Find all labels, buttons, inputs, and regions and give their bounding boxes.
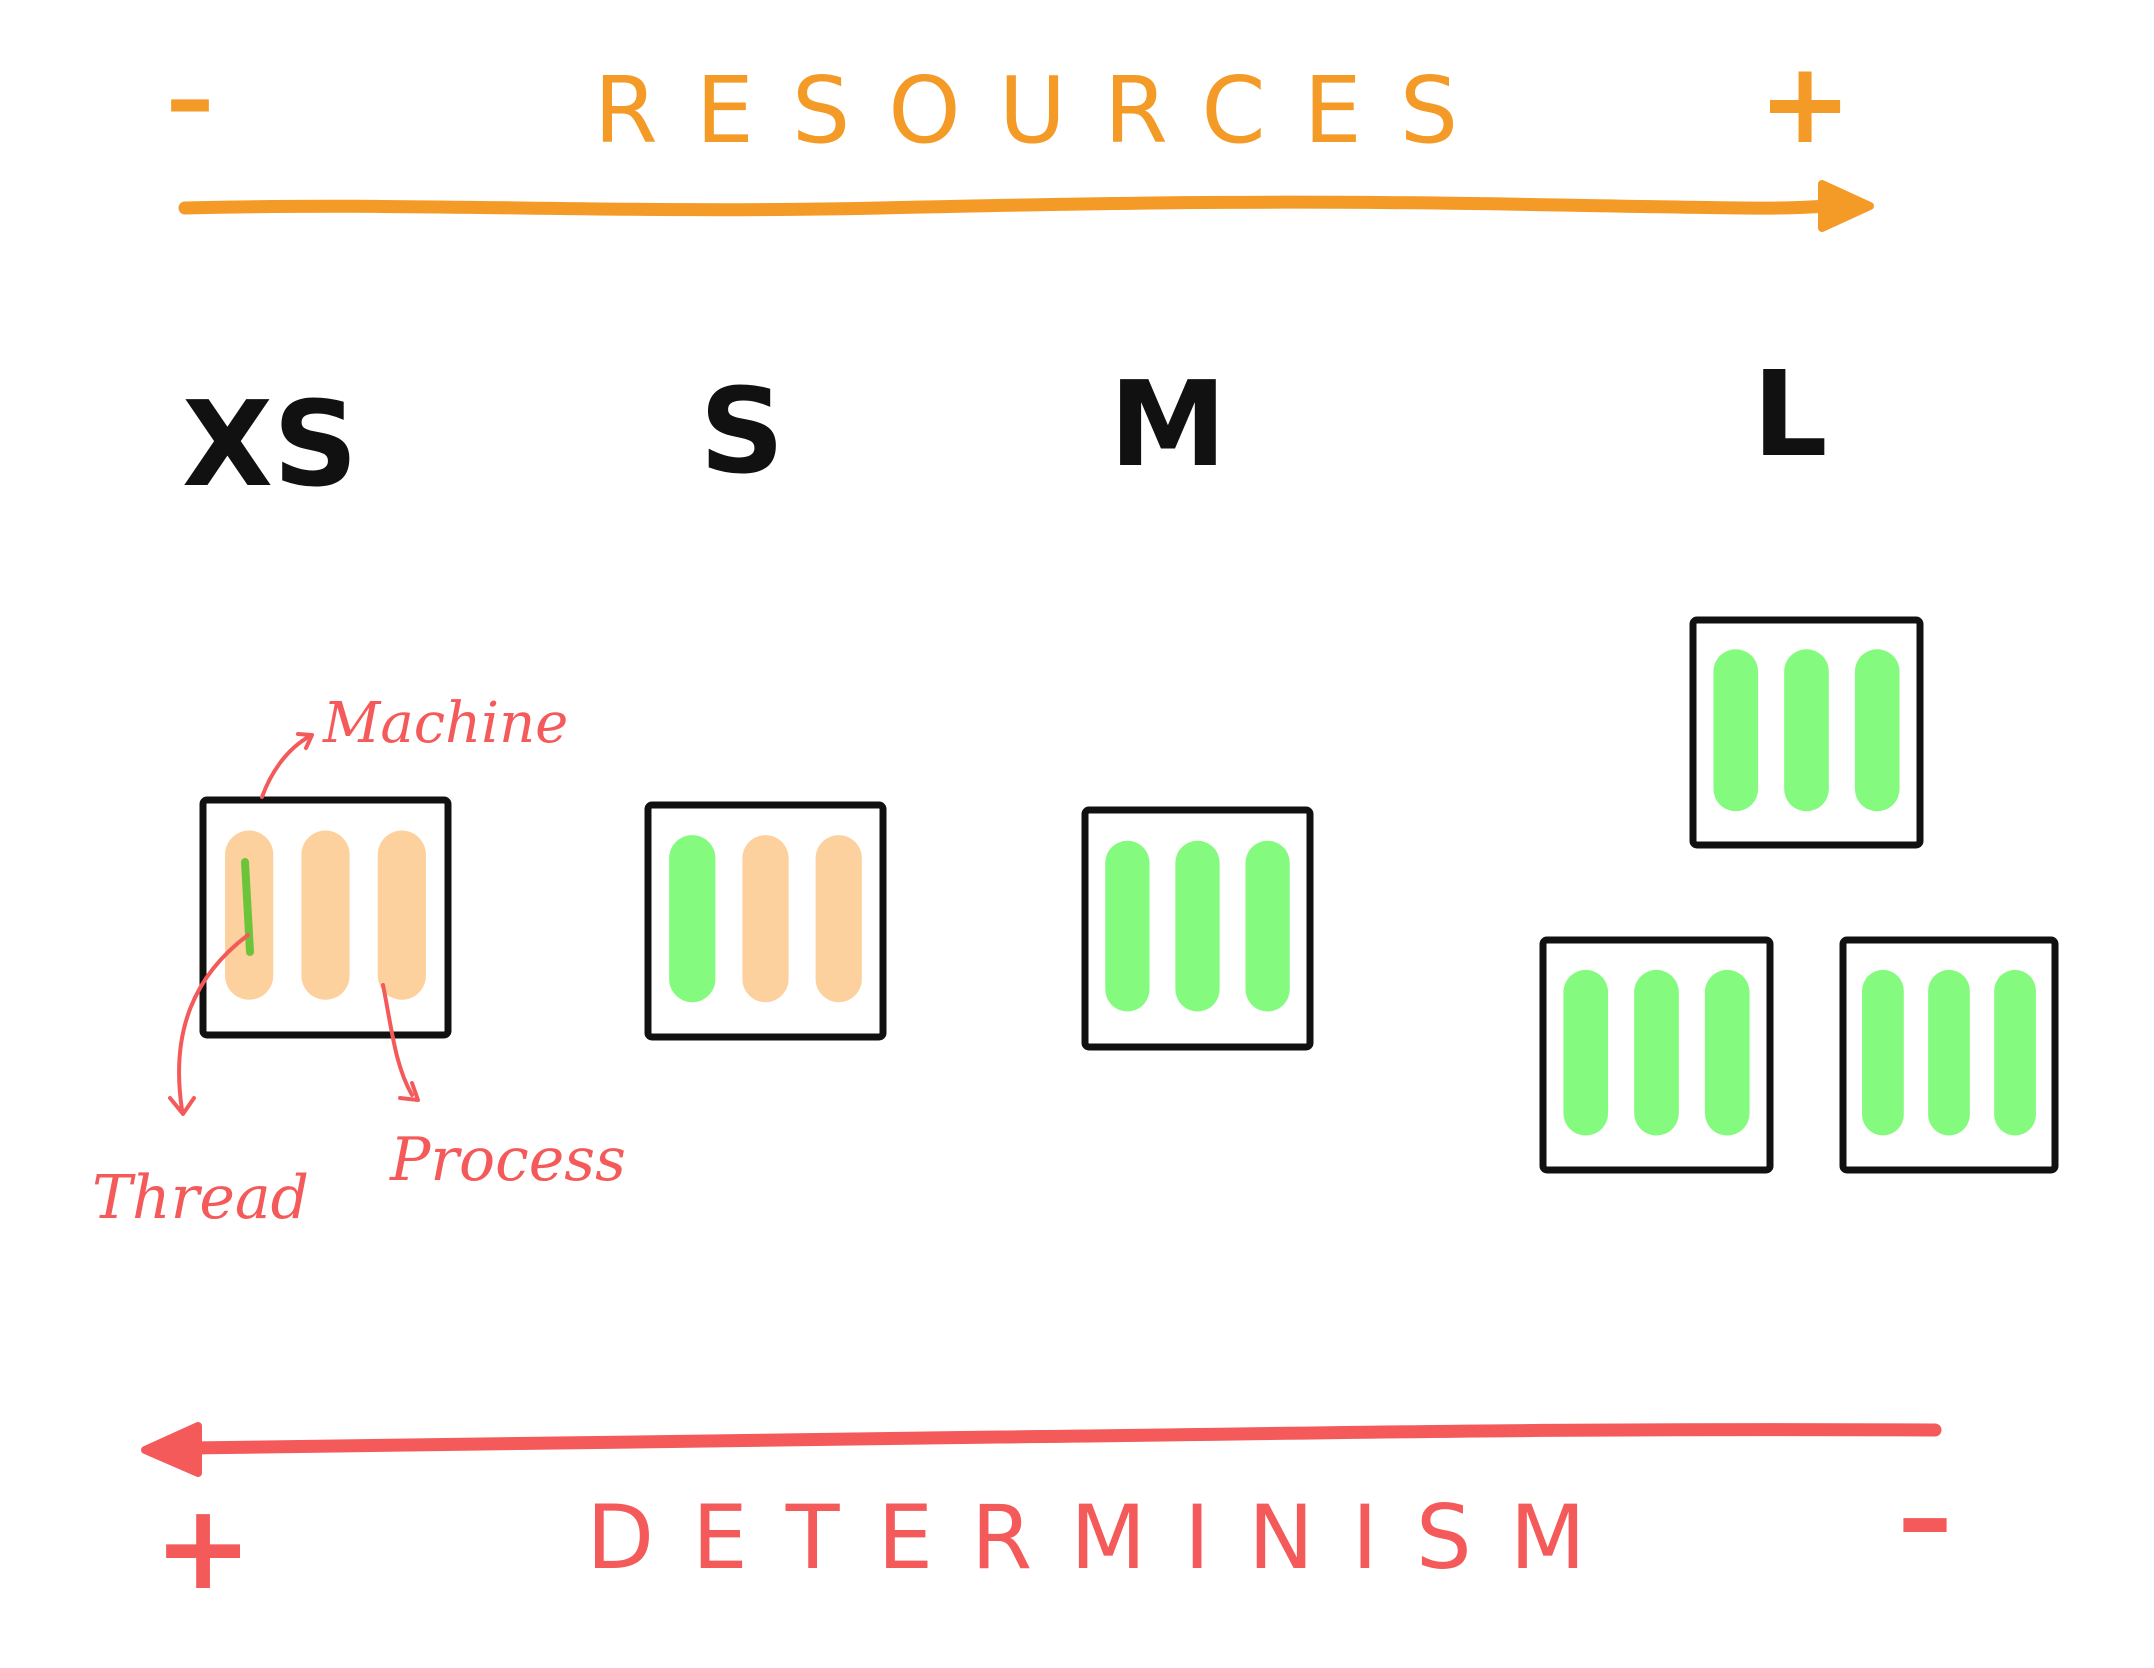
- size-labels: XS S M L: [182, 345, 1828, 513]
- process-active: [669, 835, 716, 1003]
- size-label-xs: XS: [182, 375, 358, 513]
- process-active: [1634, 969, 1679, 1136]
- thread-annotation-label: Thread: [92, 1163, 309, 1233]
- machine-l-3: [1839, 936, 2059, 1174]
- process-active: [1784, 649, 1829, 812]
- determinism-title: DETERMINISM: [586, 1486, 1623, 1589]
- xs-annotations: Machine Thread Process: [92, 691, 626, 1233]
- thread-line: [241, 858, 254, 956]
- machine-annotation-label: Machine: [322, 691, 568, 756]
- process-idle: [742, 835, 789, 1003]
- machine-l-1: [1689, 616, 1924, 849]
- machine-box: [199, 796, 452, 1039]
- process-active: [1175, 840, 1220, 1012]
- process-idle: [377, 830, 426, 1000]
- machine-box: [1839, 936, 2059, 1174]
- size-group-l: [1539, 616, 2059, 1174]
- machine-box: [1689, 616, 1924, 849]
- arrow-right-icon: [178, 180, 1874, 232]
- process-annotation-label: Process: [389, 1125, 626, 1195]
- size-label-s: S: [700, 362, 785, 500]
- machine-box: [644, 801, 887, 1041]
- process-active: [1994, 969, 2036, 1136]
- process-idle: [301, 830, 350, 1000]
- process-active: [1105, 840, 1150, 1012]
- resources-title: RESOURCES: [594, 57, 1496, 164]
- machine-l-2: [1539, 936, 1774, 1174]
- machine-s-1: [644, 801, 887, 1041]
- thread-pointer-arrow: [177, 933, 250, 1112]
- machine-pointer-arrow: [260, 734, 312, 799]
- resources-minus-sign: –: [166, 43, 214, 155]
- process-active: [1563, 969, 1609, 1136]
- process-pointer-arrow: [381, 983, 414, 1097]
- process-idle: [815, 835, 862, 1003]
- size-label-m: M: [1109, 355, 1226, 493]
- machine-box: [1081, 806, 1314, 1051]
- size-group-s: [644, 801, 887, 1041]
- machine-m-1: [1081, 806, 1314, 1051]
- machine-xs-1: [199, 796, 452, 1039]
- process-active: [1854, 649, 1900, 812]
- machine-box: [1539, 936, 1774, 1174]
- determinism-plus-sign: +: [154, 1478, 253, 1616]
- determinism-minus-sign: –: [1898, 1453, 1953, 1581]
- process-active: [1928, 969, 1970, 1136]
- determinism-axis: + DETERMINISM –: [141, 1422, 1953, 1616]
- machines: [199, 616, 2059, 1174]
- size-group-m: [1081, 806, 1314, 1051]
- resources-plus-sign: +: [1758, 39, 1852, 169]
- process-active: [1704, 969, 1750, 1136]
- resources-axis: – RESOURCES +: [166, 39, 1874, 232]
- process-active: [1713, 649, 1759, 812]
- process-active: [1245, 840, 1290, 1012]
- arrow-left-icon: [141, 1422, 1942, 1477]
- size-group-xs: [199, 796, 452, 1039]
- process-active: [1862, 969, 1904, 1136]
- size-label-l: L: [1752, 345, 1827, 483]
